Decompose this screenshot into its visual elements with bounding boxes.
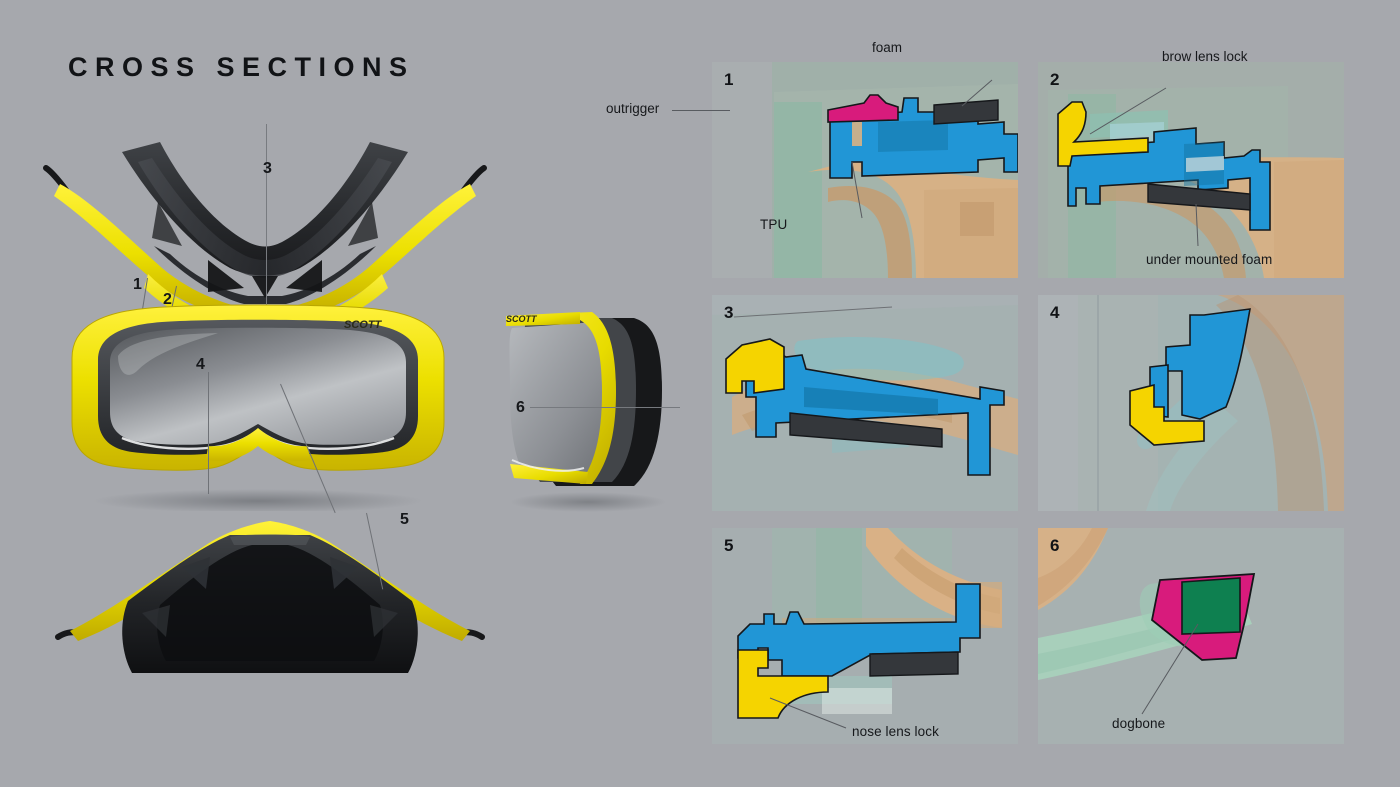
- goggle-bottom-view: [30, 505, 510, 705]
- callout-4: 4: [196, 356, 206, 373]
- leader-line-6: [530, 407, 680, 408]
- panel-2-label-under-mounted-foam: under mounted foam: [1146, 252, 1273, 267]
- goggle-top-view: 1 2: [30, 124, 500, 412]
- panel-1-label-tpu: TPU: [760, 217, 788, 232]
- goggle-front-view: SCOTT 4: [58, 296, 458, 514]
- outrigger-leader-line: [672, 110, 730, 111]
- panel-1-label-foam: foam: [872, 40, 903, 55]
- panel-number-2: 2: [1050, 70, 1060, 89]
- panel-2-label-brow-lens-lock: brow lens lock: [1162, 49, 1248, 64]
- callout-3: 3: [263, 160, 273, 177]
- panel-2[interactable]: 2 under mounted foam: [1038, 62, 1344, 278]
- panel-number-4: 4: [1050, 303, 1060, 322]
- panel-number-5: 5: [724, 536, 734, 555]
- panel-5[interactable]: 5 nose lens lock: [712, 528, 1018, 744]
- page-title: CROSS SECTIONS: [68, 52, 415, 82]
- panel-number-6: 6: [1050, 536, 1060, 555]
- panel-6-label-dogbone: dogbone: [1112, 716, 1166, 731]
- callout-2: 2: [163, 291, 173, 308]
- panel-5-label-nose-lens-lock: nose lens lock: [852, 724, 939, 739]
- panel-1[interactable]: 1 TPU: [712, 62, 1018, 278]
- callout-1: 1: [133, 276, 143, 293]
- panel-number-1: 1: [724, 70, 734, 89]
- callout-5: 5: [400, 511, 410, 528]
- panel-1-label-outrigger: outrigger: [606, 101, 660, 116]
- goggle-side-view: SCOTT 6: [484, 294, 680, 514]
- panel-6[interactable]: 6 dogbone: [1038, 528, 1344, 744]
- brand-text-side: SCOTT: [506, 314, 538, 324]
- brand-text-front: SCOTT: [344, 319, 383, 331]
- panel-3[interactable]: 3: [712, 295, 1018, 511]
- callout-6: 6: [516, 399, 526, 416]
- leader-line-4: [208, 372, 209, 494]
- panel-4[interactable]: 4: [1038, 295, 1344, 511]
- leader-line-3: [266, 124, 267, 314]
- panel-number-3: 3: [724, 303, 734, 322]
